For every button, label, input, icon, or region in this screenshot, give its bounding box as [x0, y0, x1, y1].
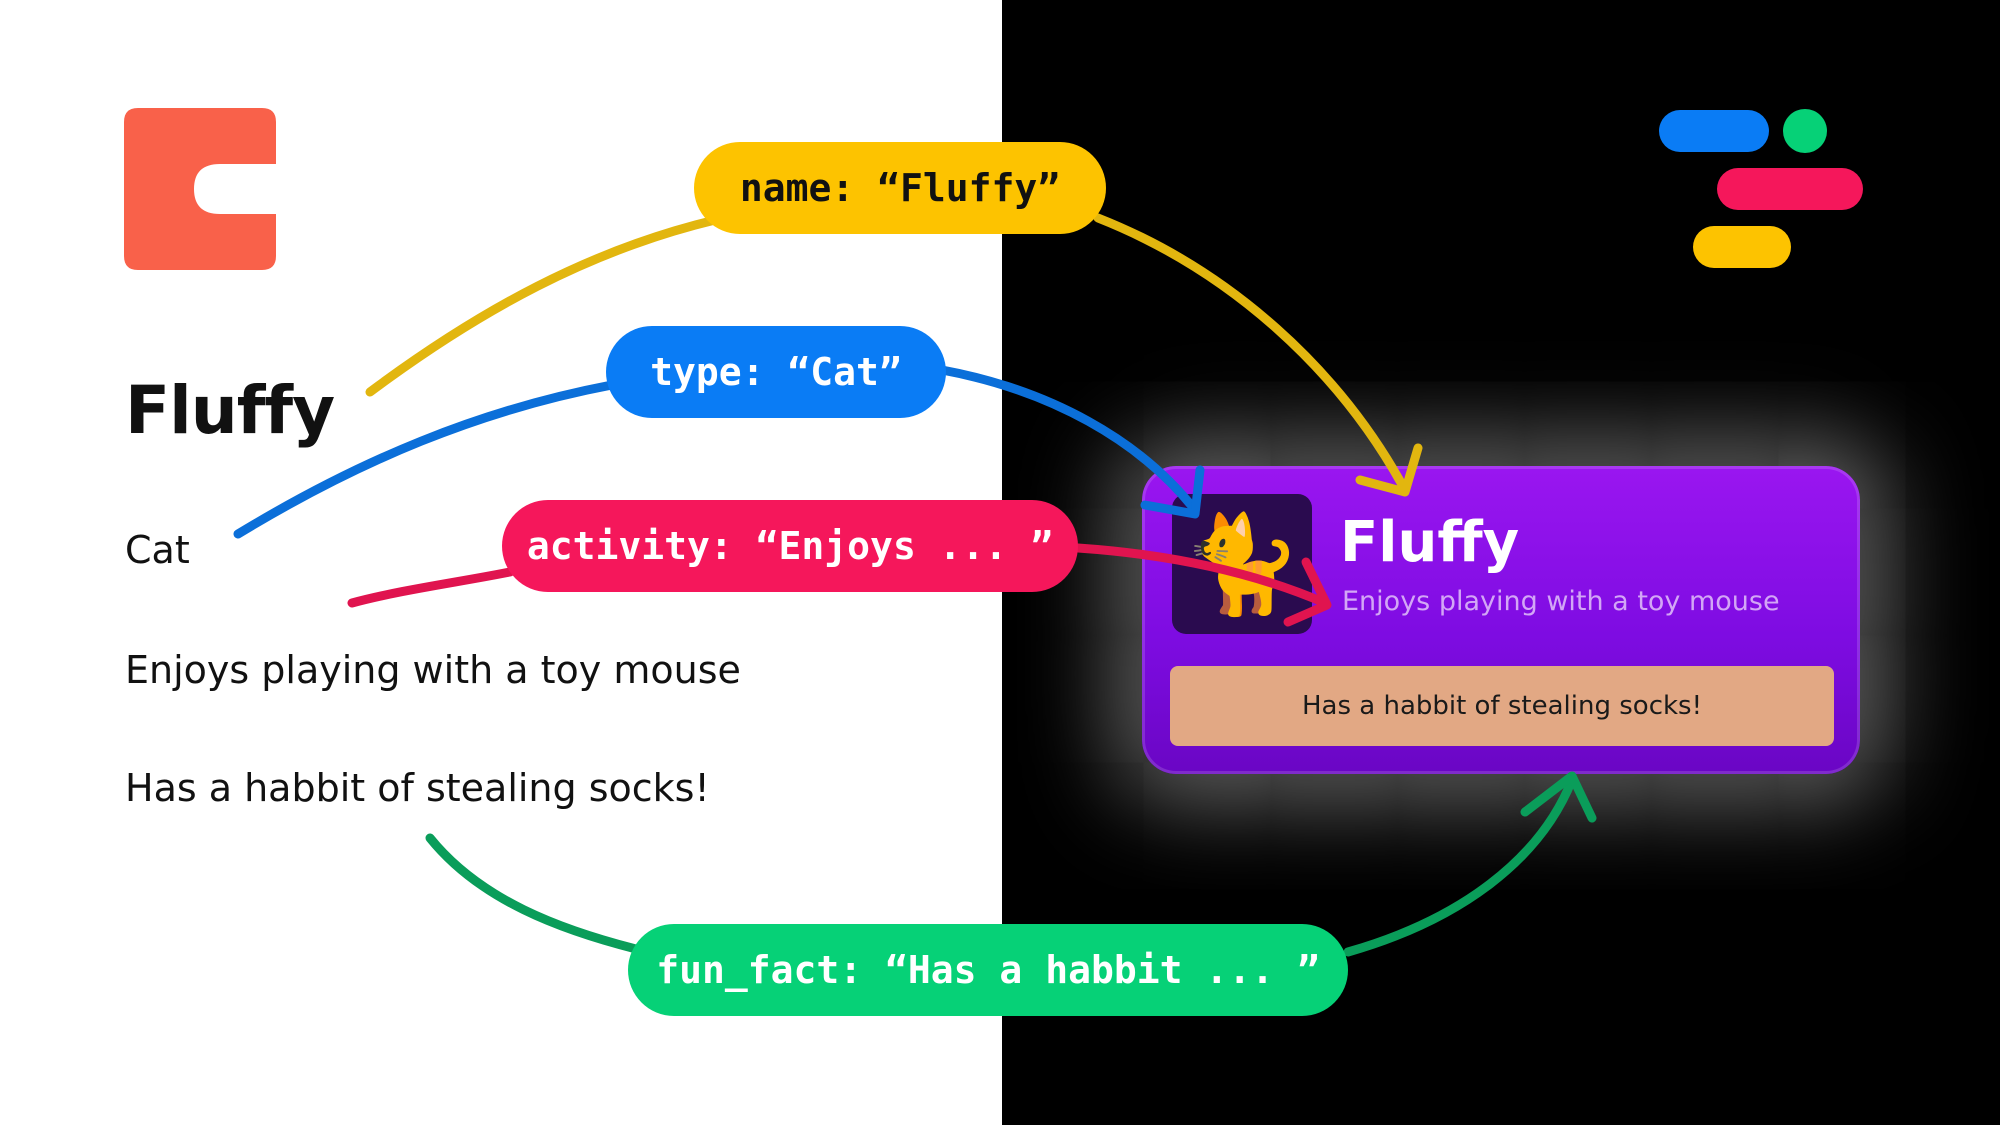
document-activity: Enjoys playing with a toy mouse: [125, 648, 741, 692]
type-field-pill: type: “Cat”: [606, 326, 946, 418]
coda-logo-icon: [124, 108, 276, 270]
document-title: Fluffy: [125, 372, 335, 449]
type-arrowhead-icon: [1140, 465, 1205, 519]
document-type: Cat: [125, 528, 190, 572]
name-field-pill: name: “Fluffy”: [694, 142, 1106, 234]
pet-card: 🐈 Fluffy Enjoys playing with a toy mouse…: [1142, 466, 1860, 774]
activity-arrow-curve: [347, 567, 515, 608]
card-title: Fluffy: [1340, 510, 1520, 575]
name-arrow-curve: [365, 215, 720, 397]
document-fun-fact: Has a habbit of stealing socks!: [125, 766, 710, 810]
activity-arrowhead-icon: [1283, 557, 1332, 627]
fun-fact-field-pill: fun_fact: “Has a habbit ... ”: [628, 924, 1348, 1016]
bars-and-dot-logo-icon: [1659, 109, 1863, 268]
fun-fact-arrow-curve-right: [1343, 775, 1577, 957]
activity-field-pill: activity: “Enjoys ... ”: [502, 500, 1078, 592]
type-arrow-curve: [233, 380, 617, 539]
type-arrow-curve-right: [937, 365, 1200, 515]
activity-arrow-curve-right: [1073, 543, 1330, 608]
fun-fact-arrow-curve: [425, 833, 645, 955]
name-arrowhead-icon: [1355, 443, 1423, 497]
card-fun-fact-bar: Has a habbit of stealing socks!: [1170, 666, 1834, 746]
fun-fact-arrowhead-icon: [1520, 771, 1597, 823]
name-arrow-curve-right: [1093, 213, 1410, 495]
card-subtitle: Enjoys playing with a toy mouse: [1342, 586, 1780, 617]
